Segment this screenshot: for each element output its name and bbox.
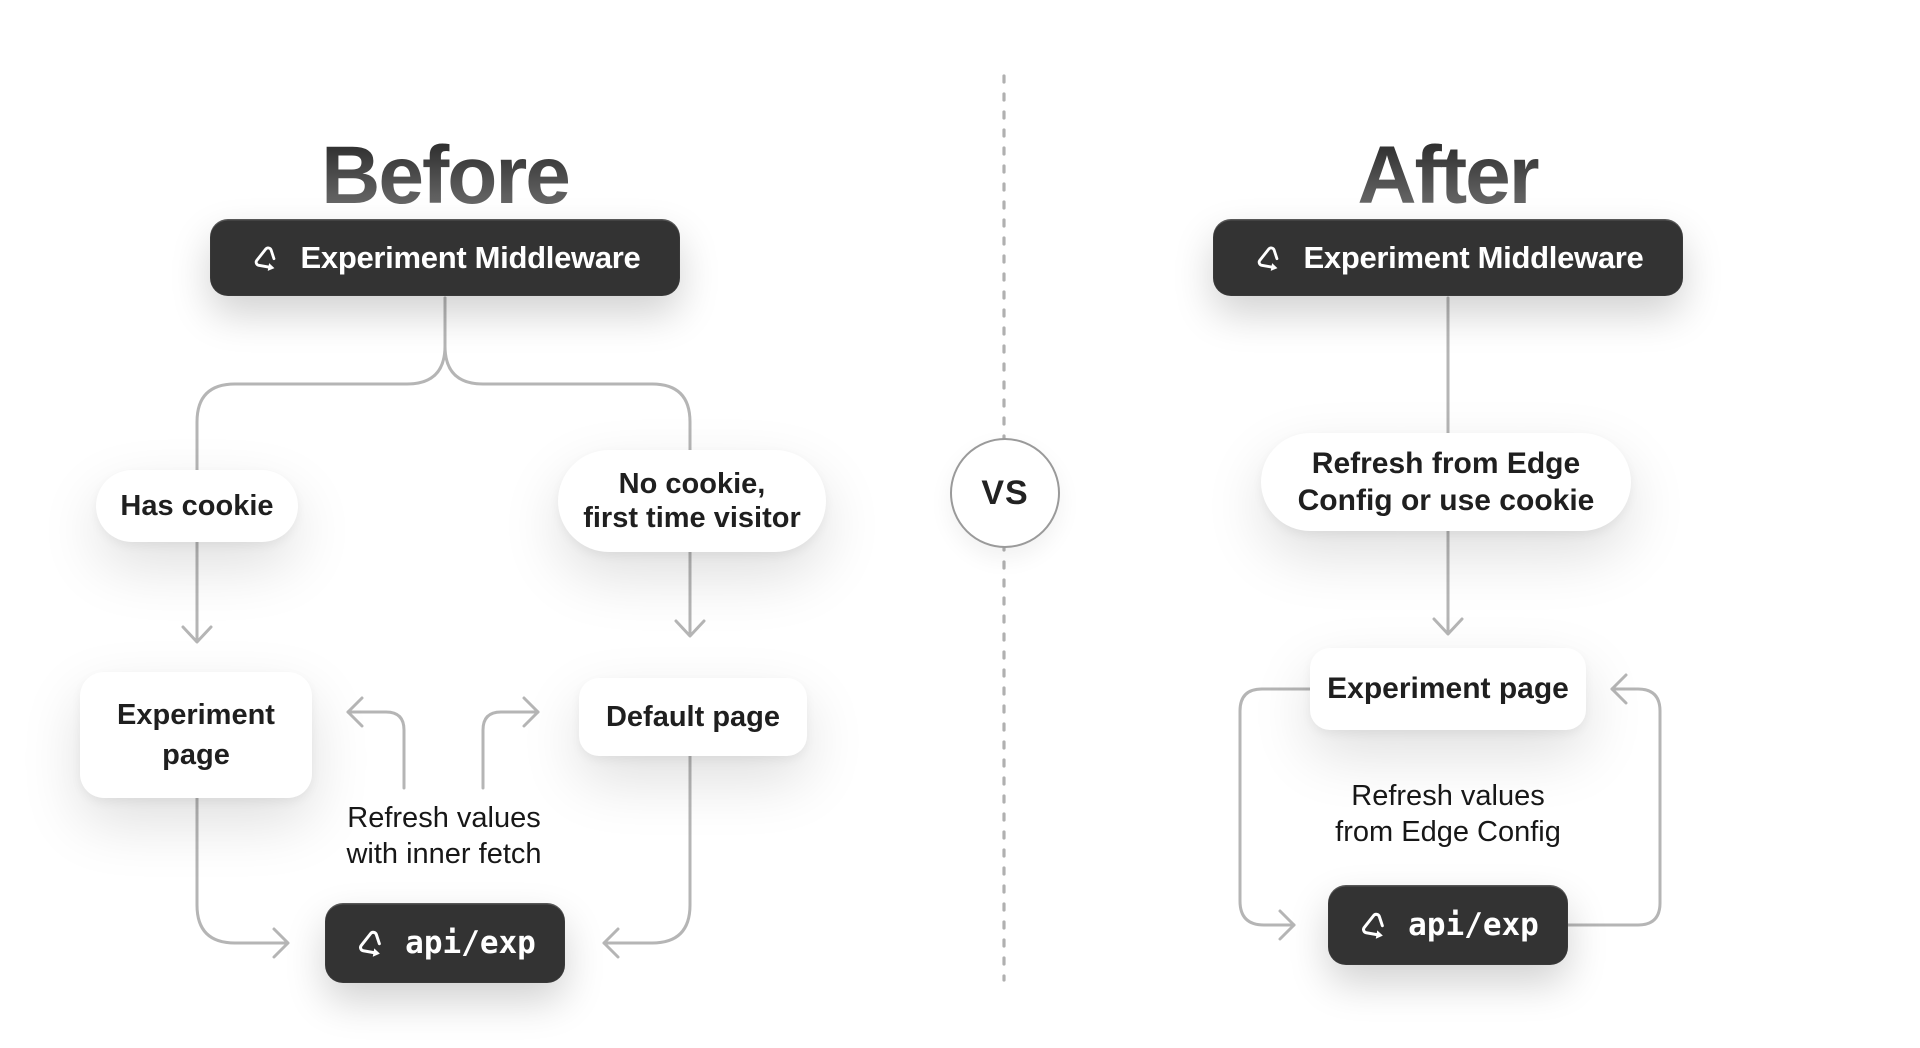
before-title: Before: [321, 129, 571, 221]
has-cookie-label: Has cookie: [120, 489, 274, 522]
refresh-note-before: Refresh values with inner fetch: [346, 802, 542, 870]
connector-page-to-api-loop: [1238, 687, 1312, 927]
experiment-page-node-after: Experiment page: [1310, 648, 1586, 730]
refresh-config-label: Refresh from Edge Config or use cookie: [1297, 447, 1595, 517]
before-middleware-node: Experiment Middleware: [210, 219, 680, 296]
vs-badge: VS: [950, 438, 1060, 548]
connector-split-left: [195, 296, 447, 643]
connector-experiment-page-to-api: [195, 796, 288, 945]
connector-split-right: [443, 296, 692, 637]
connector-default-page-to-api: [602, 754, 692, 945]
cycle-triangle-icon: [1253, 241, 1287, 275]
connector-refresh-to-default-page: [481, 710, 540, 790]
default-page-node: Default page: [579, 678, 807, 756]
middleware-label: Experiment Middleware: [300, 239, 641, 275]
middleware-label: Experiment Middleware: [1303, 239, 1644, 275]
vs-label: VS: [981, 473, 1029, 512]
arrowhead-to-experiment-page-before: [181, 625, 213, 644]
api-route-label-before: api/exp: [405, 925, 536, 961]
experiment-page-label-before: Experiment page: [117, 699, 275, 771]
has-cookie-pill: Has cookie: [96, 470, 298, 542]
experiment-page-node-before: Experiment page: [80, 672, 312, 798]
arrowhead-loop-into-api: [1278, 909, 1296, 941]
cycle-triangle-icon: [250, 241, 284, 275]
no-cookie-pill: No cookie, first time visitor: [558, 450, 826, 552]
after-middleware-node: Experiment Middleware: [1213, 219, 1683, 296]
arrowhead-refresh-left: [346, 696, 364, 728]
cycle-triangle-icon: [354, 925, 390, 961]
experiment-page-label-after: Experiment page: [1327, 672, 1569, 705]
api-route-label-after: api/exp: [1408, 907, 1539, 943]
arrowhead-loop-into-page: [1610, 673, 1628, 705]
api-exp-node-before: api/exp: [325, 903, 565, 983]
connector-refresh-to-experiment-page: [346, 710, 406, 790]
arrowhead-to-default-page: [674, 619, 706, 638]
arrowhead-into-api-left: [272, 927, 290, 959]
no-cookie-label: No cookie, first time visitor: [583, 468, 801, 534]
arrowhead-to-experiment-page-after: [1432, 617, 1464, 636]
connector-api-to-page-loop: [1566, 687, 1662, 927]
refresh-config-pill: Refresh from Edge Config or use cookie: [1261, 433, 1631, 531]
after-title: After: [1357, 129, 1540, 221]
arrowhead-into-api-right: [602, 927, 620, 959]
default-page-label: Default page: [605, 700, 781, 733]
arrowhead-refresh-right: [522, 696, 540, 728]
refresh-note-after: Refresh values from Edge Config: [1335, 780, 1561, 848]
api-exp-node-after: api/exp: [1328, 885, 1568, 965]
cycle-triangle-icon: [1357, 907, 1393, 943]
